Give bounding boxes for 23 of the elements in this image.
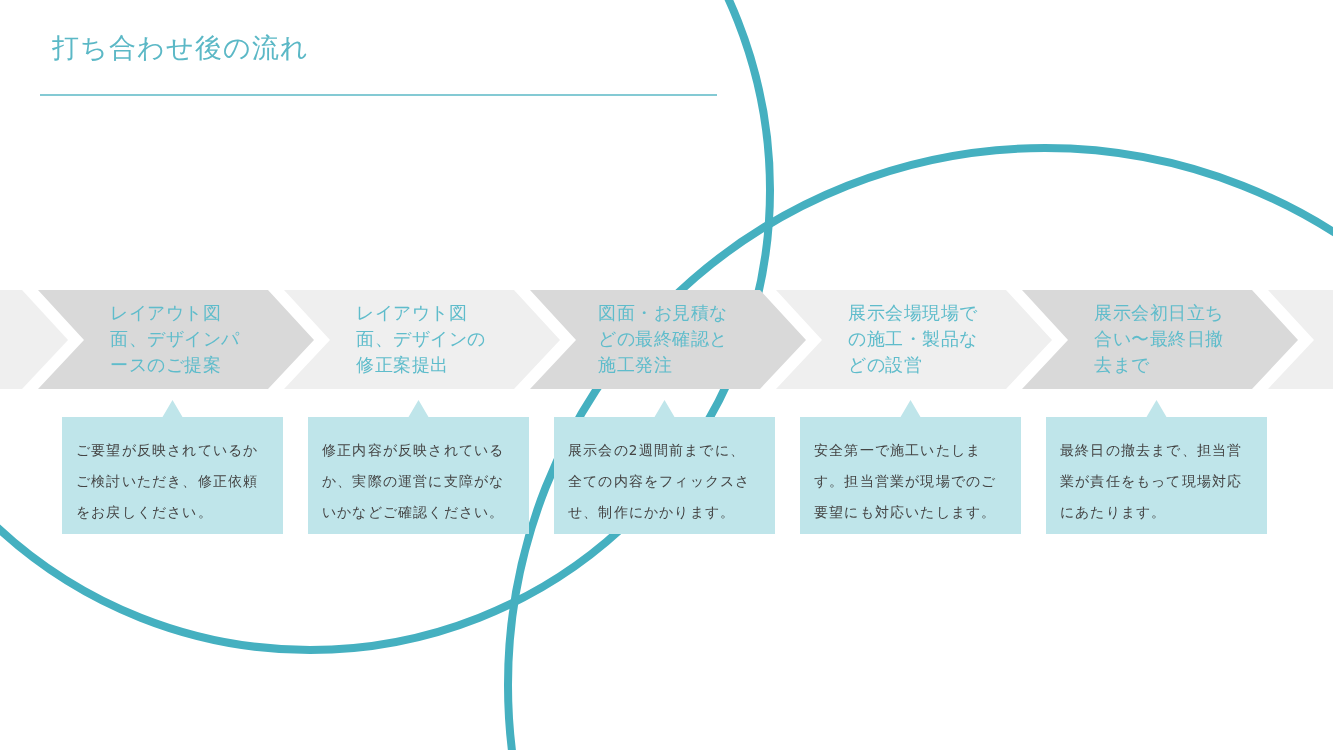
step-description: 安全第一で施工いたします。担当営業が現場でのご要望にも対応いたします。 [814, 441, 998, 522]
chevron-step [530, 290, 806, 389]
step-label: 展示会場現場での施工・製品などの設営 [848, 301, 979, 377]
title: 打ち合わせ後の流れ [52, 31, 309, 65]
step-label: レイアウト図面、デザインの修正案提出 [356, 301, 487, 377]
chevron-step [38, 290, 314, 389]
callout-box [800, 400, 1021, 534]
step-label: レイアウト図面、デザインパースのご提案 [110, 301, 241, 377]
step-description: 修正内容が反映されているか、実際の運営に支障がないかなどご確認ください。 [322, 441, 506, 522]
chevron-shape [0, 290, 68, 389]
step-description: 展示会の2週間前までに、全ての内容をフィックスさせ、制作にかかります。 [568, 441, 752, 522]
chevron-step [284, 290, 560, 389]
callout-box [308, 400, 529, 534]
chevron-step [1022, 290, 1298, 389]
step-description: ご要望が反映されているかご検討いただき、修正依頼をお戻しください。 [76, 441, 260, 522]
chevron-step [776, 290, 1052, 389]
callout-box [62, 400, 283, 534]
chevron-shape [1268, 290, 1333, 389]
step-description: 最終日の撤去まで、担当営業が責任をもって現場対応にあたります。 [1060, 441, 1244, 522]
step-label: 展示会初日立ち合い〜最終日撤去まで [1094, 301, 1225, 377]
step-label: 図面・お見積などの最終確認と施工発注 [598, 301, 729, 377]
callout-box [554, 400, 775, 534]
callout-box [1046, 400, 1267, 534]
